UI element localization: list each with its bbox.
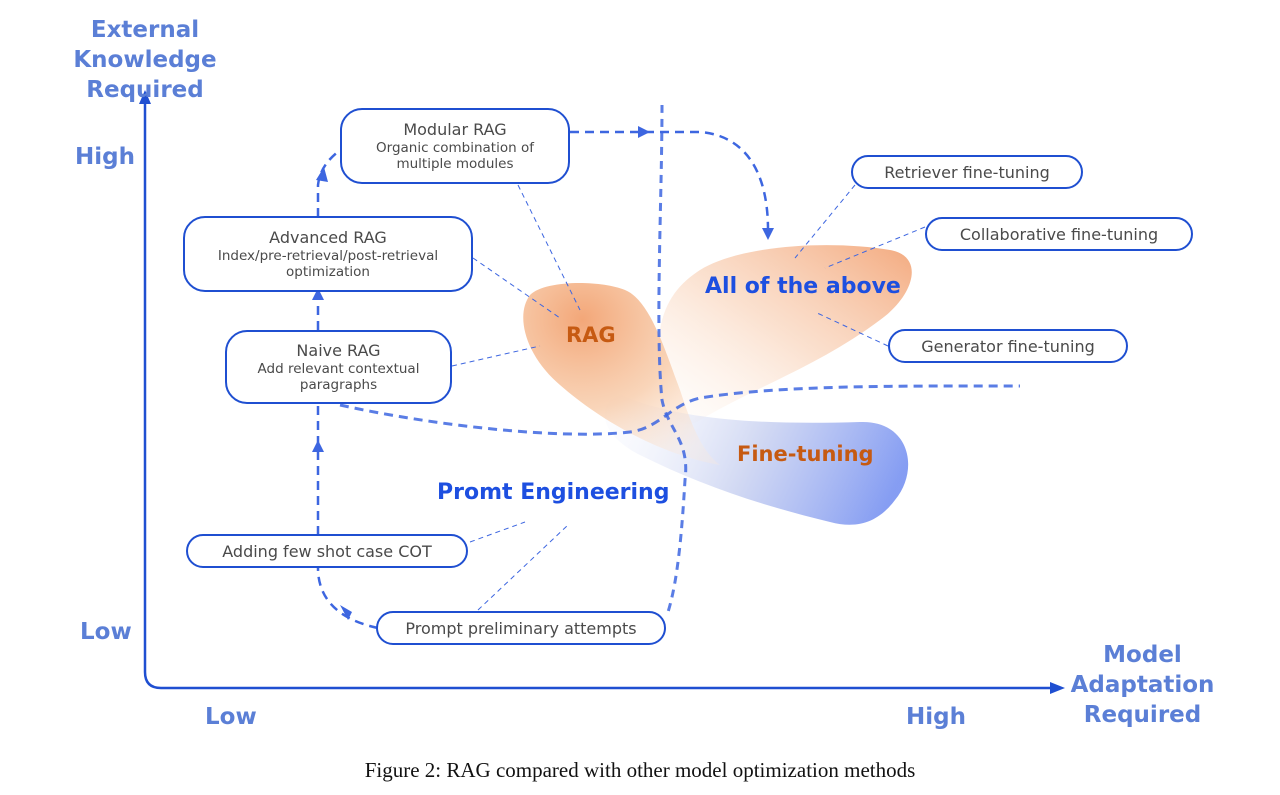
x-tick-low: Low [205, 704, 257, 730]
x-axis-title-line2: Required [1083, 702, 1202, 728]
advanced-rag-desc-line1: Index/pre-retrieval/post-retrieval [217, 248, 439, 264]
arrowhead-left [340, 605, 352, 620]
prelim-to-prompt-connector [477, 524, 569, 611]
prompt-engineering-label: Promt Engineering [437, 480, 670, 505]
arrowhead-right [638, 126, 650, 138]
few-shot-cot-node[interactable]: Adding few shot case COT [186, 534, 468, 568]
y-axis-arrowhead [139, 90, 151, 104]
advanced-rag-desc-line2: optimization [286, 264, 370, 280]
arrowhead-up-3 [316, 167, 328, 182]
modular-to-all-arrow [570, 130, 770, 231]
modular-rag-title: Modular RAG [403, 120, 507, 139]
retriever-to-all-connector [794, 184, 856, 259]
modular-rag-desc-line2: multiple modules [396, 156, 514, 172]
generator-fine-tuning-node[interactable]: Generator fine-tuning [888, 329, 1128, 363]
generator-to-all-connector [814, 311, 889, 347]
x-tick-high: High [906, 704, 966, 730]
y-axis-title-line2: Required [86, 77, 204, 103]
y-axis-title: External Knowledge Required [20, 15, 270, 105]
collaborative-fine-tuning-node[interactable]: Collaborative fine-tuning [925, 217, 1193, 251]
y-axis-title-line1: External Knowledge [73, 17, 217, 73]
naive-rag-desc-line1: Add relevant contextual [257, 361, 420, 377]
modular-rag-node[interactable]: Modular RAG Organic combination of multi… [340, 108, 570, 184]
x-axis-title-line1: Model Adaptation [1070, 642, 1215, 698]
fewshot-to-prompt-connector [469, 521, 526, 543]
naive-to-rag-connector [451, 345, 541, 367]
naive-rag-title: Naive RAG [296, 341, 381, 360]
y-axis [143, 100, 1055, 690]
collaborative-to-all-connector [824, 226, 926, 269]
fine-tuning-label: Fine-tuning [737, 442, 874, 466]
all-of-the-above-label: All of the above [705, 274, 901, 299]
rag-region-label: RAG [566, 323, 616, 347]
x-axis-title: Model Adaptation Required [1030, 640, 1255, 730]
figure-caption: Figure 2: RAG compared with other model … [364, 758, 916, 782]
modular-rag-desc-line1: Organic combination of [376, 140, 534, 156]
y-tick-low: Low [80, 619, 132, 645]
advanced-rag-node[interactable]: Advanced RAG Index/pre-retrieval/post-re… [183, 216, 473, 292]
x-axis-arrowhead [1050, 682, 1065, 694]
advanced-rag-title: Advanced RAG [269, 228, 387, 247]
naive-rag-desc-line2: paragraphs [299, 377, 378, 393]
advanced-to-modular-arrow [316, 149, 341, 217]
naive-rag-node[interactable]: Naive RAG Add relevant contextual paragr… [225, 330, 452, 404]
all-of-the-above-region [657, 245, 912, 424]
prelim-to-fewshot-arrow [316, 567, 379, 630]
arrowhead-up-1 [312, 440, 324, 452]
retriever-fine-tuning-node[interactable]: Retriever fine-tuning [851, 155, 1083, 189]
prompt-preliminary-node[interactable]: Prompt preliminary attempts [376, 611, 666, 645]
arrowhead-up-2 [312, 288, 324, 300]
rag-progression-arrows [316, 130, 770, 630]
arrowhead-down [762, 228, 774, 240]
rag-region [523, 283, 720, 465]
horizontal-divider-line [339, 384, 1021, 436]
arrowheads [312, 126, 774, 620]
connector-lines [451, 184, 926, 611]
y-tick-high: High [75, 144, 135, 170]
